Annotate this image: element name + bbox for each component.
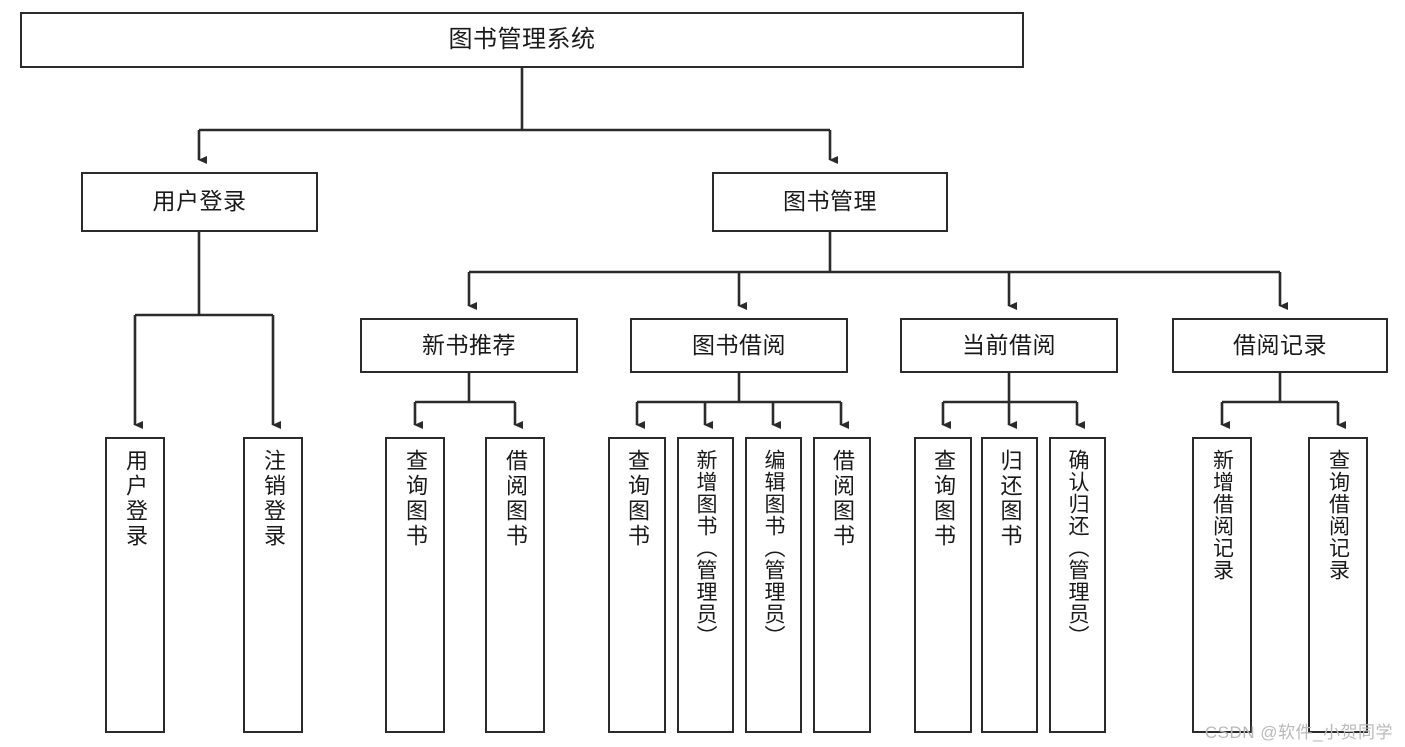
node-label: 借阅图书 — [503, 449, 528, 549]
node-label: 查询图书 — [625, 449, 650, 549]
csdn-watermark: CSDN @软件_小贺同学 — [1204, 723, 1393, 742]
node-user-login[interactable]: 用户登录 — [81, 172, 318, 232]
leaf-book-borrow-add-book-admin[interactable]: 新增图书（管理员） — [677, 437, 734, 733]
leaf-current-borrow-confirm-return-admin[interactable]: 确认归还（管理员） — [1049, 437, 1106, 733]
node-label: 查询图书 — [403, 449, 428, 549]
leaf-user-login-login[interactable]: 用户登录 — [105, 437, 165, 733]
leaf-user-login-logout[interactable]: 注销登录 — [243, 437, 303, 733]
node-label: 查询借阅记录 — [1326, 449, 1350, 581]
node-label: 借阅记录 — [1233, 331, 1327, 358]
node-label: 图书管理 — [783, 188, 877, 215]
leaf-new-book-query-book[interactable]: 查询图书 — [385, 437, 445, 733]
leaf-book-borrow-borrow-book[interactable]: 借阅图书 — [813, 437, 871, 733]
node-book-management[interactable]: 图书管理 — [712, 172, 948, 232]
leaf-new-book-borrow-book[interactable]: 借阅图书 — [485, 437, 545, 733]
node-label: 新增借阅记录 — [1210, 449, 1234, 581]
node-label: 注销登录 — [261, 449, 286, 549]
leaf-current-borrow-return-book[interactable]: 归还图书 — [981, 437, 1038, 733]
leaf-book-borrow-query-book[interactable]: 查询图书 — [608, 437, 666, 733]
node-borrow-record[interactable]: 借阅记录 — [1172, 318, 1388, 373]
node-label: 编辑图书（管理员） — [762, 449, 785, 647]
node-current-borrow[interactable]: 当前借阅 — [900, 318, 1118, 373]
node-label: 图书借阅 — [692, 331, 786, 358]
leaf-current-borrow-query-book[interactable]: 查询图书 — [914, 437, 972, 733]
node-label: 用户登录 — [152, 188, 247, 215]
node-label: 图书管理系统 — [448, 25, 596, 53]
node-label: 借阅图书 — [830, 449, 855, 549]
node-label: 归还图书 — [997, 449, 1023, 549]
node-label: 用户登录 — [123, 449, 148, 549]
node-root-system[interactable]: 图书管理系统 — [20, 12, 1024, 68]
node-label: 查询图书 — [931, 449, 956, 549]
leaf-borrow-record-query-record[interactable]: 查询借阅记录 — [1308, 437, 1368, 733]
node-label: 确认归还（管理员） — [1066, 449, 1089, 647]
leaf-book-borrow-edit-book-admin[interactable]: 编辑图书（管理员） — [745, 437, 802, 733]
node-label: 当前借阅 — [962, 331, 1056, 358]
leaf-borrow-record-add-record[interactable]: 新增借阅记录 — [1192, 437, 1252, 733]
node-label: 新增图书（管理员） — [694, 449, 717, 647]
node-book-borrow[interactable]: 图书借阅 — [630, 318, 848, 373]
node-new-book-recommend[interactable]: 新书推荐 — [360, 318, 578, 373]
node-label: 新书推荐 — [422, 331, 516, 358]
